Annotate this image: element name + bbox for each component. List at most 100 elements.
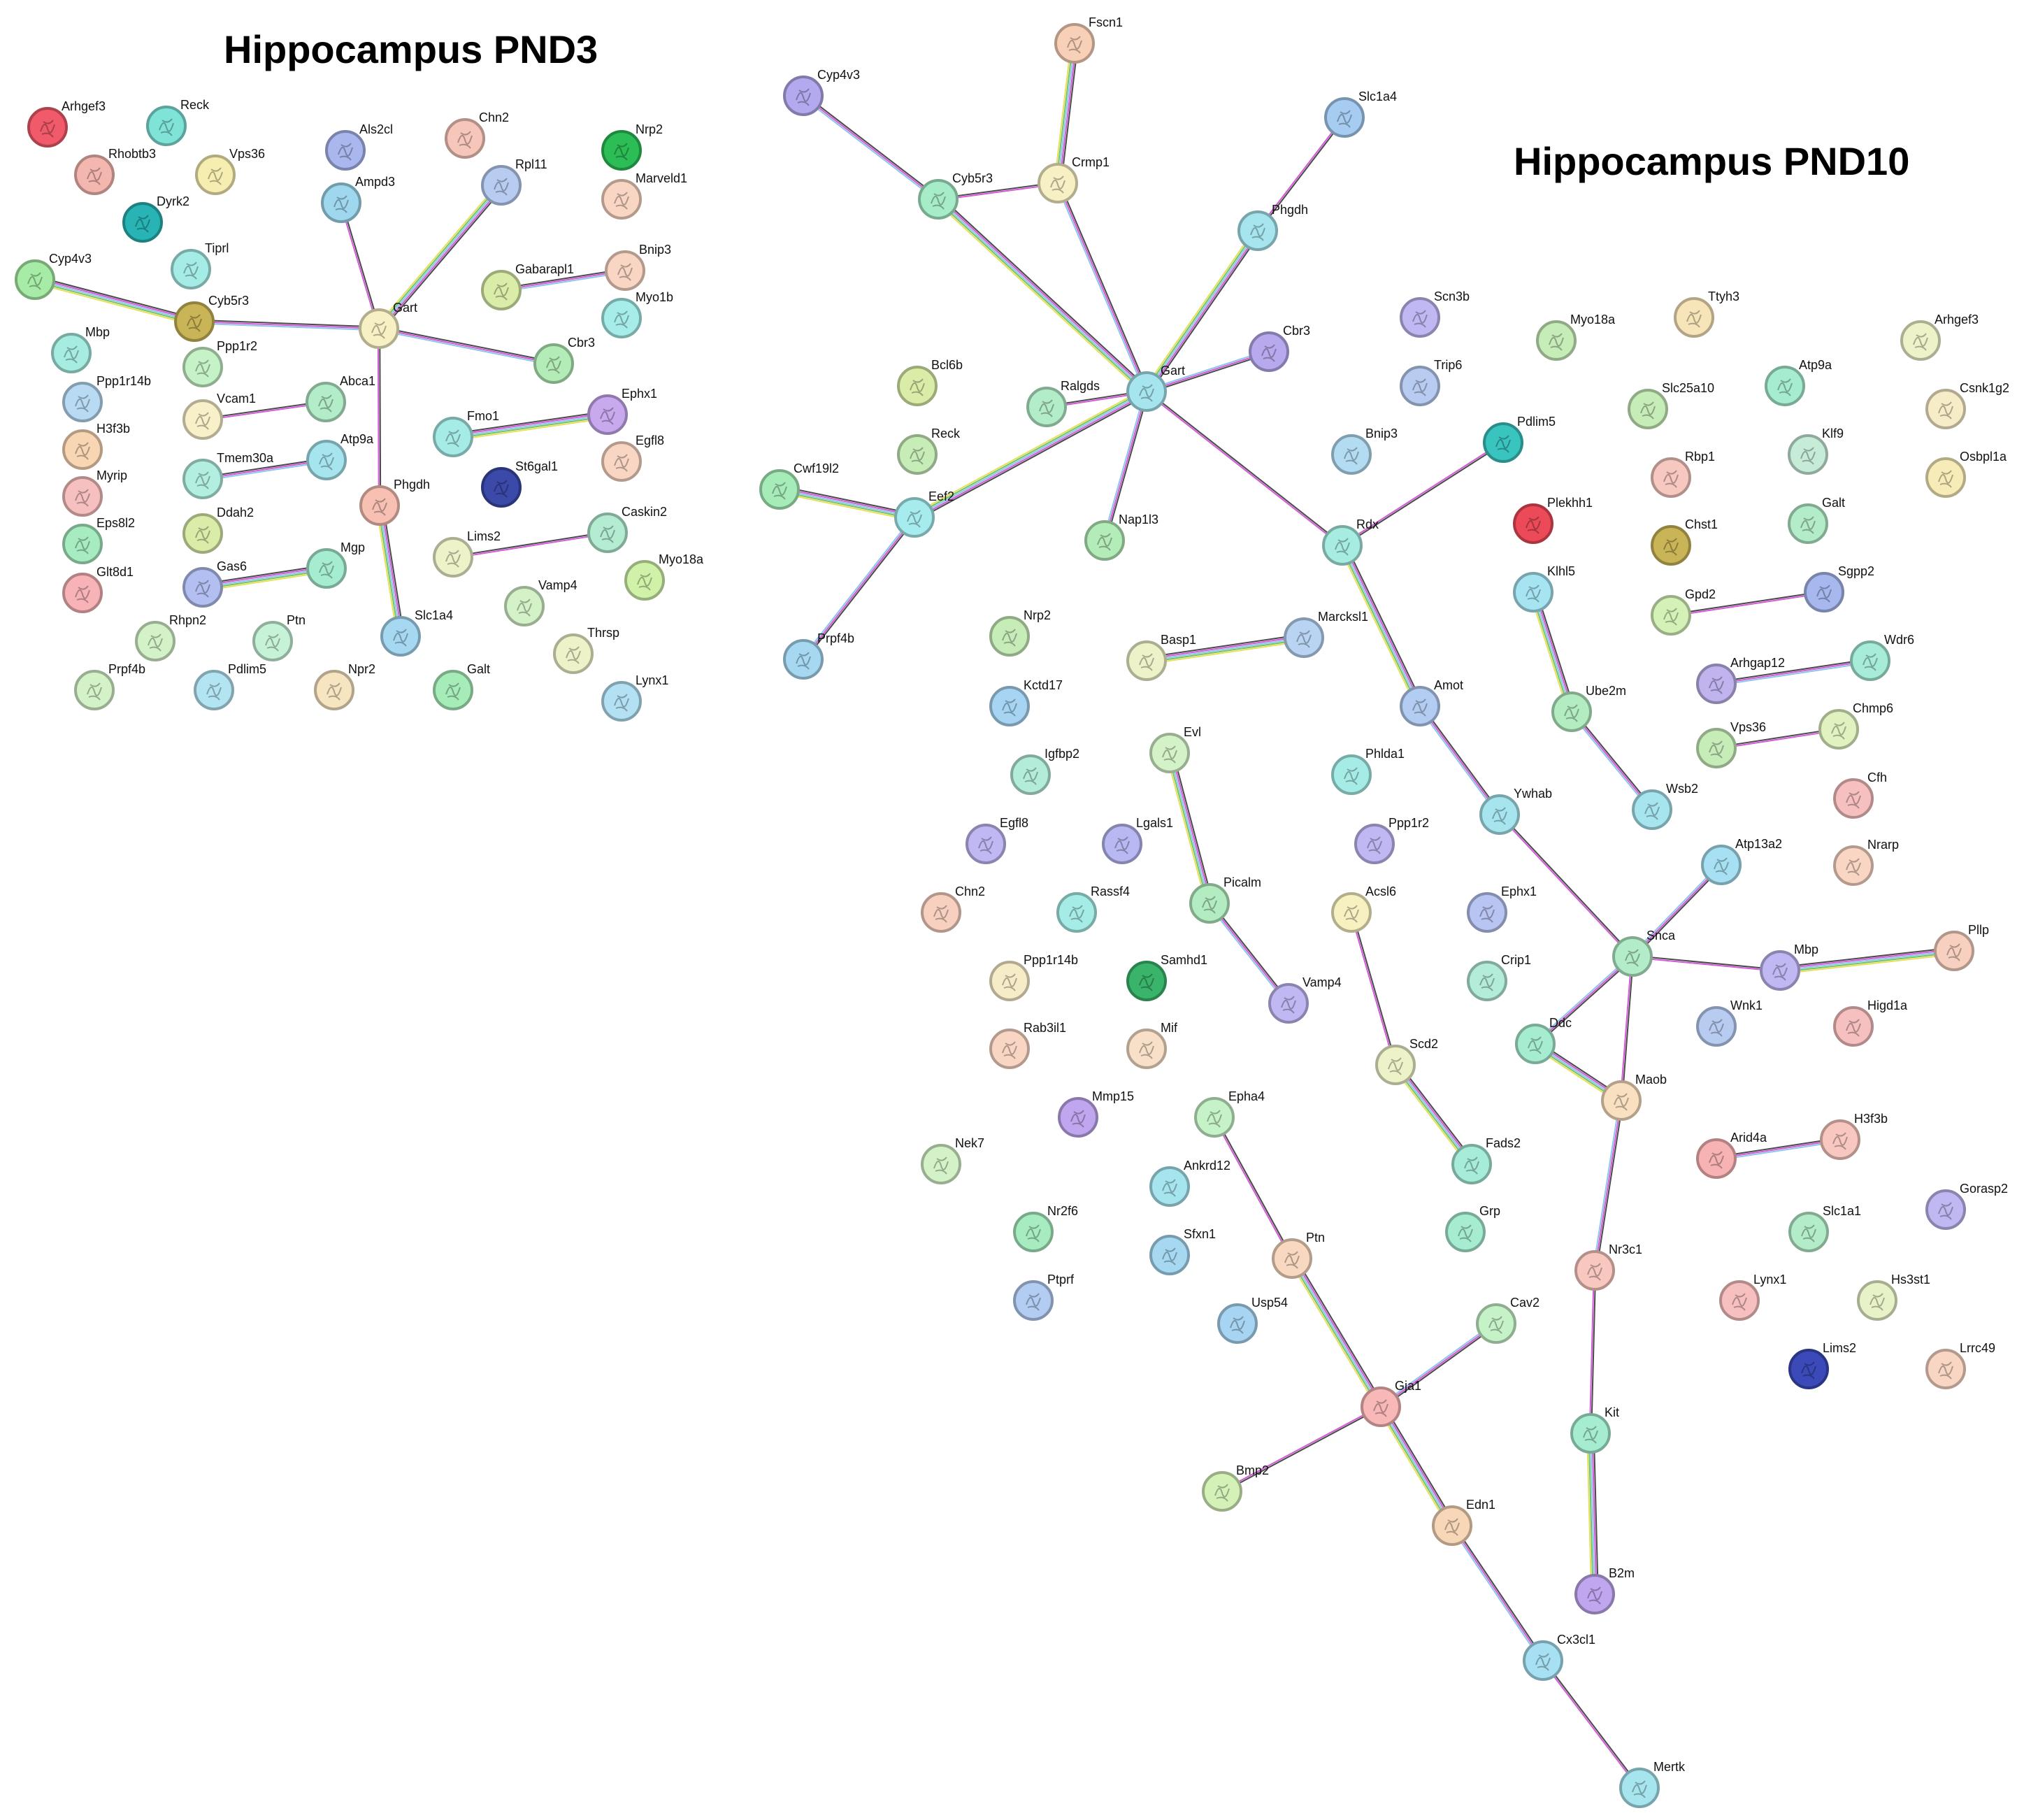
- node-pnd10-Cyp4v3[interactable]: Cyp4v3: [783, 68, 860, 116]
- node-pnd10-Basp1[interactable]: Basp1: [1126, 633, 1196, 681]
- node-pnd3-Cbr3[interactable]: Cbr3: [533, 336, 595, 384]
- node-pnd3-Myo18a[interactable]: Myo18a: [624, 552, 704, 601]
- node-pnd3-Ptn[interactable]: Ptn: [252, 613, 306, 661]
- node-pnd10-Phlda1[interactable]: Phlda1: [1331, 747, 1405, 795]
- node-pnd3-Thrsp[interactable]: Thrsp: [553, 626, 619, 674]
- node-pnd3-Slc1a4[interactable]: Slc1a4: [380, 608, 453, 657]
- node-pnd3-Gart[interactable]: Gart: [359, 301, 417, 349]
- node-pnd10-Lrrc49[interactable]: Lrrc49: [1925, 1341, 1995, 1389]
- node-pnd10-Cfh[interactable]: Cfh: [1833, 771, 1887, 819]
- node-pnd3-Lynx1[interactable]: Lynx1: [601, 673, 668, 722]
- node-pnd10-Galt[interactable]: Galt: [1788, 496, 1845, 544]
- node-pnd10-Vamp4[interactable]: Vamp4: [1268, 975, 1342, 1024]
- node-pnd10-Samhd1[interactable]: Samhd1: [1126, 953, 1207, 1001]
- node-pnd3-Fmo1[interactable]: Fmo1: [433, 409, 499, 457]
- node-pnd10-Mmp15[interactable]: Mmp15: [1058, 1089, 1134, 1138]
- node-pnd3-Vcam1[interactable]: Vcam1: [182, 392, 256, 440]
- node-pnd10-Rbp1[interactable]: Rbp1: [1651, 450, 1715, 498]
- node-pnd3-Lims2[interactable]: Lims2: [433, 529, 501, 578]
- node-pnd10-Evl[interactable]: Evl: [1149, 725, 1201, 773]
- node-pnd10-Ttyh3[interactable]: Ttyh3: [1674, 289, 1739, 338]
- node-pnd10-Ephx1[interactable]: Ephx1: [1467, 884, 1537, 933]
- node-pnd10-Scn3b[interactable]: Scn3b: [1400, 289, 1470, 338]
- node-pnd10-Reck[interactable]: Reck: [897, 427, 961, 475]
- node-pnd10-Myo18a[interactable]: Myo18a: [1536, 313, 1616, 361]
- node-pnd10-Sfxn1[interactable]: Sfxn1: [1149, 1227, 1216, 1275]
- node-pnd10-Edn1[interactable]: Edn1: [1432, 1498, 1495, 1546]
- node-pnd10-Trip6[interactable]: Trip6: [1400, 358, 1462, 406]
- node-pnd10-Usp54[interactable]: Usp54: [1217, 1296, 1288, 1344]
- node-pnd10-Plekhh1[interactable]: Plekhh1: [1513, 496, 1593, 544]
- node-pnd10-Vps36[interactable]: Vps36: [1696, 720, 1766, 768]
- node-pnd10-Amot[interactable]: Amot: [1400, 678, 1463, 726]
- node-pnd3-Gabarapl1[interactable]: Gabarapl1: [481, 262, 574, 310]
- node-pnd10-Fads2[interactable]: Fads2: [1451, 1136, 1521, 1184]
- node-pnd3-Ampd3[interactable]: Ampd3: [321, 175, 395, 223]
- node-pnd10-Crip1[interactable]: Crip1: [1467, 953, 1531, 1001]
- node-pnd3-Ephx1[interactable]: Ephx1: [587, 387, 657, 435]
- node-pnd10-Gorasp2[interactable]: Gorasp2: [1925, 1182, 2008, 1230]
- node-pnd10-Chst1[interactable]: Chst1: [1651, 517, 1718, 566]
- node-pnd10-Klf9[interactable]: Klf9: [1788, 427, 1844, 475]
- node-pnd10-Csnk1g2[interactable]: Csnk1g2: [1925, 381, 2009, 429]
- node-pnd10-Cbr3[interactable]: Cbr3: [1249, 324, 1310, 372]
- node-pnd10-B2m[interactable]: B2m: [1574, 1566, 1635, 1614]
- node-pnd10-Lims2[interactable]: Lims2: [1788, 1341, 1856, 1389]
- node-pnd10-Rdx[interactable]: Rdx: [1322, 517, 1379, 566]
- node-pnd3-Pdlim5[interactable]: Pdlim5: [194, 662, 266, 710]
- node-pnd3-Nrp2[interactable]: Nrp2: [601, 122, 663, 171]
- node-pnd3-Reck[interactable]: Reck: [146, 98, 210, 146]
- node-pnd3-Mgp[interactable]: Mgp: [306, 540, 365, 589]
- node-pnd10-Wdr6[interactable]: Wdr6: [1850, 633, 1914, 681]
- node-pnd10-Phgdh[interactable]: Phgdh: [1237, 203, 1308, 251]
- node-pnd3-Rhpn2[interactable]: Rhpn2: [135, 613, 206, 661]
- node-pnd10-Picalm[interactable]: Picalm: [1189, 875, 1261, 924]
- node-pnd10-Higd1a[interactable]: Higd1a: [1833, 998, 1908, 1047]
- node-pnd10-Pdlim5[interactable]: Pdlim5: [1483, 415, 1556, 463]
- node-pnd3-Phgdh[interactable]: Phgdh: [359, 478, 430, 526]
- node-pnd10-Ywhab[interactable]: Ywhab: [1479, 787, 1552, 835]
- node-pnd3-Ddah2[interactable]: Ddah2: [182, 506, 254, 554]
- node-pnd10-Mif[interactable]: Mif: [1126, 1021, 1178, 1069]
- node-pnd10-Eef2[interactable]: Eef2: [894, 489, 954, 538]
- node-pnd10-Ralgds[interactable]: Ralgds: [1026, 379, 1100, 427]
- node-pnd3-Rpl11[interactable]: Rpl11: [481, 157, 547, 206]
- node-pnd10-Lgals1[interactable]: Lgals1: [1102, 816, 1173, 864]
- node-pnd3-Rhobtb3[interactable]: Rhobtb3: [74, 147, 156, 195]
- node-pnd10-Slc1a4[interactable]: Slc1a4: [1324, 89, 1397, 138]
- node-pnd10-Atp9a[interactable]: Atp9a: [1765, 358, 1832, 406]
- node-pnd10-Marcksl1[interactable]: Marcksl1: [1284, 610, 1368, 658]
- node-pnd3-Eps8l2[interactable]: Eps8l2: [62, 516, 135, 564]
- node-pnd3-Glt8d1[interactable]: Glt8d1: [62, 565, 134, 613]
- node-pnd3-Ppp1r2[interactable]: Ppp1r2: [182, 339, 257, 387]
- node-pnd10-Rassf4[interactable]: Rassf4: [1056, 884, 1130, 933]
- node-pnd3-Gas6[interactable]: Gas6: [182, 559, 247, 608]
- node-pnd10-Epha4[interactable]: Epha4: [1194, 1089, 1265, 1138]
- node-pnd10-Nr3c1[interactable]: Nr3c1: [1574, 1242, 1642, 1291]
- node-pnd10-Arhgef3[interactable]: Arhgef3: [1900, 313, 1979, 361]
- node-pnd10-Slc25a10[interactable]: Slc25a10: [1628, 381, 1714, 429]
- node-pnd3-Cyp4v3[interactable]: Cyp4v3: [15, 252, 92, 300]
- node-pnd3-Prpf4b[interactable]: Prpf4b: [74, 662, 145, 710]
- node-pnd10-Chn2[interactable]: Chn2: [921, 884, 985, 933]
- node-pnd10-Ube2m[interactable]: Ube2m: [1551, 684, 1626, 732]
- node-pnd10-Acsl6[interactable]: Acsl6: [1331, 884, 1396, 933]
- node-pnd10-Prpf4b[interactable]: Prpf4b: [783, 631, 854, 680]
- node-pnd10-Grp[interactable]: Grp: [1445, 1204, 1500, 1252]
- node-pnd10-Lynx1[interactable]: Lynx1: [1719, 1273, 1786, 1321]
- node-pnd3-Myrip[interactable]: Myrip: [62, 468, 127, 517]
- node-pnd3-Als2cl[interactable]: Als2cl: [325, 122, 393, 171]
- node-pnd10-Kit[interactable]: Kit: [1570, 1405, 1619, 1454]
- node-pnd3-Cyb5r3[interactable]: Cyb5r3: [174, 294, 249, 342]
- node-pnd10-Egfl8[interactable]: Egfl8: [966, 816, 1028, 864]
- node-pnd10-Fscn1[interactable]: Fscn1: [1054, 15, 1123, 64]
- node-pnd10-Slc1a1[interactable]: Slc1a1: [1788, 1204, 1861, 1252]
- node-pnd10-Ppp1r2[interactable]: Ppp1r2: [1354, 816, 1429, 864]
- node-pnd10-Ptn[interactable]: Ptn: [1272, 1231, 1325, 1279]
- node-pnd10-Nrarp[interactable]: Nrarp: [1833, 838, 1899, 886]
- node-pnd10-Scd2[interactable]: Scd2: [1375, 1037, 1438, 1085]
- node-pnd10-Bcl6b[interactable]: Bcl6b: [897, 358, 963, 406]
- node-pnd3-H3f3b[interactable]: H3f3b: [62, 422, 130, 470]
- node-pnd10-Sgpp2[interactable]: Sgpp2: [1804, 564, 1874, 612]
- node-pnd10-Bmp2[interactable]: Bmp2: [1202, 1463, 1269, 1512]
